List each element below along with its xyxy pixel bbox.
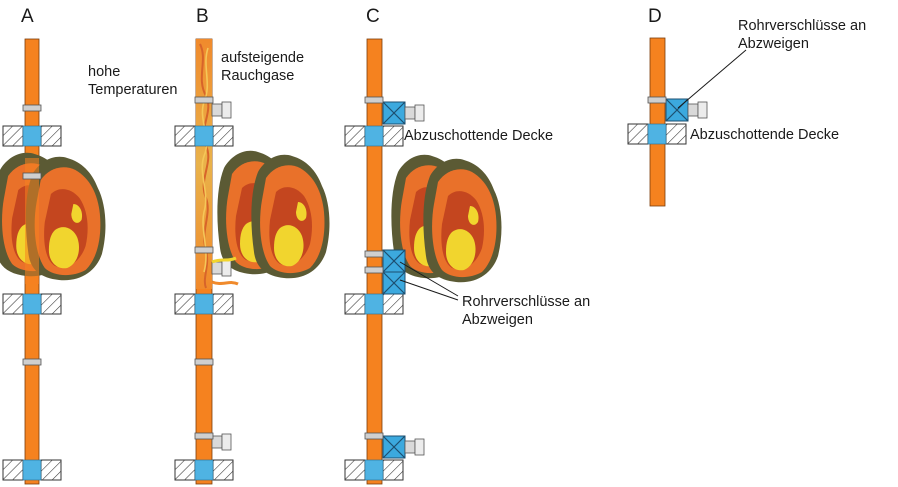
panel-d-letter: D <box>648 6 662 27</box>
ceiling-b-1 <box>174 125 234 147</box>
ceiling-c-1 <box>344 125 404 147</box>
ceiling-a-3 <box>2 459 62 481</box>
ceiling-c-2 <box>344 293 404 315</box>
panel-d: D Rohrverschlüsse an Abzweigen Abzuschot… <box>627 6 866 207</box>
note-decke-c: Abzuschottende Decke <box>404 128 553 144</box>
closure-c-3 <box>382 271 406 295</box>
note-rohr-d-1: Rohrverschlüsse an <box>738 18 866 34</box>
panel-a: A hohe Temperaturen <box>0 6 177 485</box>
leader-c-2 <box>399 279 459 301</box>
note-rauch-2: Rauchgase <box>221 68 294 84</box>
note-hohe-1: hohe <box>88 64 120 80</box>
panel-b: B aufsteigende Rauchgase <box>174 6 330 485</box>
leader-d <box>677 49 747 109</box>
note-rohr-d-2: Abzweigen <box>738 36 809 52</box>
pipe-c <box>366 38 383 485</box>
ceiling-d <box>627 123 687 145</box>
note-hohe-2: Temperaturen <box>88 82 177 98</box>
leader-c-1 <box>399 261 459 297</box>
note-rauch-1: aufsteigende <box>221 50 304 66</box>
closure-c-4 <box>382 435 406 459</box>
fire-c <box>391 154 502 283</box>
closure-c-2 <box>382 249 406 273</box>
note-rohr-c-1: Rohrverschlüsse an <box>462 294 590 310</box>
ceiling-b-2 <box>174 293 234 315</box>
pipe-d <box>649 37 666 207</box>
fire-a <box>0 152 106 281</box>
ceiling-a-1 <box>2 125 62 147</box>
stub-b-3 <box>211 433 232 451</box>
panel-b-letter: B <box>196 6 209 27</box>
stub-b-1 <box>211 101 232 119</box>
ceiling-b-3 <box>174 459 234 481</box>
note-rohr-c-2: Abzweigen <box>462 312 533 328</box>
panel-c: C Abzuschottende Decke Rohrverschlüsse a… <box>344 6 590 485</box>
panel-a-letter: A <box>21 6 34 27</box>
ceiling-a-2 <box>2 293 62 315</box>
closure-c-1 <box>382 101 406 125</box>
ceiling-c-3 <box>344 459 404 481</box>
pipe-a-front <box>25 158 39 284</box>
panel-c-letter: C <box>366 6 380 27</box>
note-decke-d: Abzuschottende Decke <box>690 127 839 143</box>
